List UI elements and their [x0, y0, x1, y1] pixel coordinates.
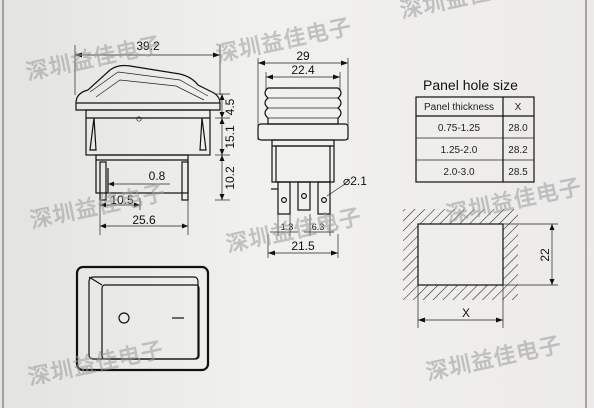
dim-front-inner: 22.4 — [291, 63, 315, 77]
dim-body-width: 25.6 — [132, 213, 156, 227]
top-view — [75, 265, 210, 372]
dim-pin-gap-a: 1.3 — [281, 222, 294, 232]
table-header-x: X — [515, 102, 522, 113]
dim-front-outer: 29 — [296, 49, 310, 63]
bellows-boot — [264, 87, 342, 125]
front-flange — [257, 123, 349, 141]
top-bezel-outer — [75, 265, 210, 372]
terminal-left — [99, 161, 107, 201]
dim-term-offset: 10.5 — [110, 193, 134, 207]
table-cell: 1.25-2.0 — [441, 145, 478, 156]
cutout-hole — [417, 223, 504, 286]
dim-height-cap: 4.5 — [223, 98, 237, 115]
table-cell: 2.0-3.0 — [443, 167, 475, 178]
hole-leader — [326, 183, 346, 197]
watermark: 深圳益佳电子 — [214, 14, 354, 68]
table-cell: 28.5 — [508, 167, 528, 178]
dim-pin-gap-b: 6.3 — [312, 222, 325, 232]
watermark: 深圳益佳电子 — [398, 0, 538, 24]
dim-term-thickness: 0.8 — [149, 169, 166, 183]
dim-height-body: 15.1 — [223, 125, 237, 149]
side-view: 39.2 4.5 15.1 10.2 — [74, 39, 237, 235]
off-circle-icon — [118, 312, 130, 324]
watermark: 深圳益佳电子 — [26, 337, 166, 391]
terminal-right — [181, 161, 189, 201]
dim-hole-dia: ⌀2.1 — [343, 174, 367, 188]
table-header-thickness: Panel thickness — [424, 102, 494, 113]
table-title: Panel hole size — [423, 77, 518, 93]
front-terminal-3 — [317, 181, 331, 215]
watermark: 深圳益佳电子 — [424, 332, 564, 386]
switch-housing — [85, 109, 211, 156]
table-cell: 28.2 — [508, 145, 528, 156]
front-terminal-1 — [277, 181, 291, 215]
table-cell: 0.75-1.25 — [438, 123, 481, 134]
front-terminal-2 — [297, 181, 311, 211]
dim-height-terminal: 10.2 — [223, 166, 237, 190]
dim-panel-width: X — [462, 306, 470, 320]
dim-width-top: 39.2 — [136, 39, 160, 53]
table-cell: 28.0 — [508, 123, 528, 134]
rubber-cap — [75, 64, 221, 111]
front-view: 29 22.4 ⌀2.1 1.3 — [257, 49, 367, 258]
dim-front-base: 21.5 — [291, 239, 315, 253]
dim-panel-height: 22 — [538, 248, 552, 262]
rocker-face — [101, 284, 200, 360]
panel-hole-table: Panel hole size Panel thickness X 0.75-1… — [415, 77, 535, 183]
hatched-panel — [403, 209, 518, 300]
panel-cutout: 22 X — [403, 209, 558, 328]
watermark: 深圳益佳电子 — [24, 32, 164, 86]
